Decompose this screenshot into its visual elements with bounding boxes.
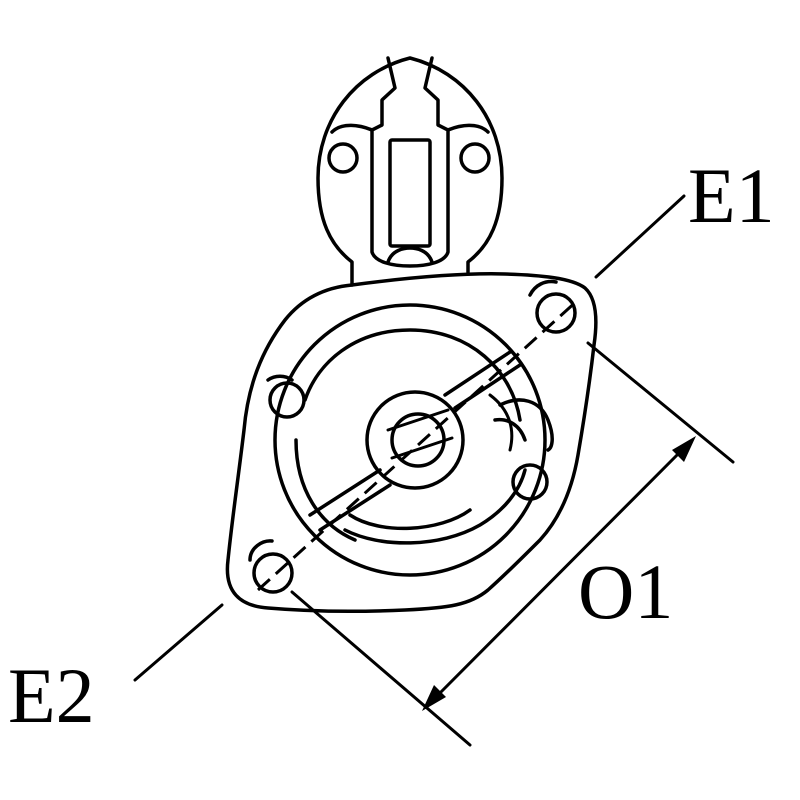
label-o1: O1 [578,548,673,635]
solenoid-bolt-hole-right [459,142,491,174]
o1-dimension-line [426,440,692,707]
label-e2: E2 [8,652,95,739]
mounting-flange [225,272,598,614]
label-e1: E1 [688,152,775,239]
nose-face [266,303,554,577]
shaft-boss [365,390,465,490]
flange-side-hole-left [268,381,306,419]
o1-extension-line-bottom [290,590,472,747]
e2-leader-line [133,603,224,682]
o1-arrowhead-top [672,436,696,462]
mounting-hole-e1 [535,292,577,334]
hole-center-line [256,298,580,592]
o1-extension-line-top [586,341,735,464]
solenoid-bolt-hole-left [327,142,359,174]
mounting-holes [248,279,577,594]
mounting-hole-e2 [252,552,294,594]
o1-arrowhead-bottom [422,685,446,711]
e1-leader-line [594,194,686,279]
shaft-center [390,412,446,468]
solenoid-housing [316,56,504,287]
flange-side-hole-right [511,463,549,501]
solenoid-terminal-slot [388,138,432,248]
